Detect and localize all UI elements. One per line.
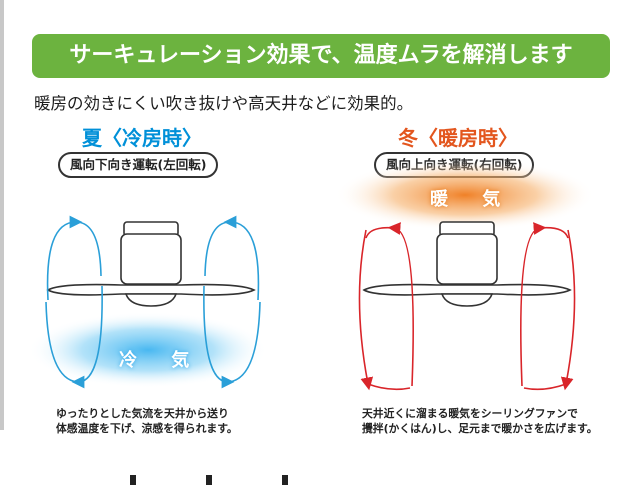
cold-air-glow xyxy=(28,312,268,388)
summer-mode-pill: 風向下向き運転(左回転) xyxy=(58,152,219,178)
winter-caption-line1: 天井近くに溜まる暖気をシーリングファンで xyxy=(362,407,578,420)
summer-fan xyxy=(46,221,256,307)
winter-airflow-arrows xyxy=(358,222,576,391)
summer-caption: ゆったりとした気流を天井から送り 体感温度を下げ、涼感を得られます。 xyxy=(56,406,238,436)
summer-airflow-arrows xyxy=(45,215,261,389)
winter-fan xyxy=(362,221,572,307)
cropped-text-fragments xyxy=(130,470,450,485)
summer-title: 夏〈冷房時〉 xyxy=(82,126,202,150)
page-title-banner: サーキュレーション効果で、温度ムラを解消します xyxy=(32,34,610,78)
cold-air-label: 冷 気 xyxy=(119,350,204,371)
warm-air-glow xyxy=(335,159,595,231)
warm-air-label: 暖 気 xyxy=(430,189,515,210)
winter-caption: 天井近くに溜まる暖気をシーリングファンで 攪拌(かくはん)し、足元まで暖かさを広… xyxy=(362,406,598,436)
winter-title: 冬〈暖房時〉 xyxy=(398,126,518,150)
lead-text: 暖房の効きにくい吹き抜けや高天井などに効果的。 xyxy=(34,94,414,113)
summer-caption-line2: 体感温度を下げ、涼感を得られます。 xyxy=(56,422,238,435)
winter-caption-line2: 攪拌(かくはん)し、足元まで暖かさを広げます。 xyxy=(362,422,598,435)
left-border-rule xyxy=(0,0,4,430)
summer-caption-line1: ゆったりとした気流を天井から送り xyxy=(56,407,229,420)
